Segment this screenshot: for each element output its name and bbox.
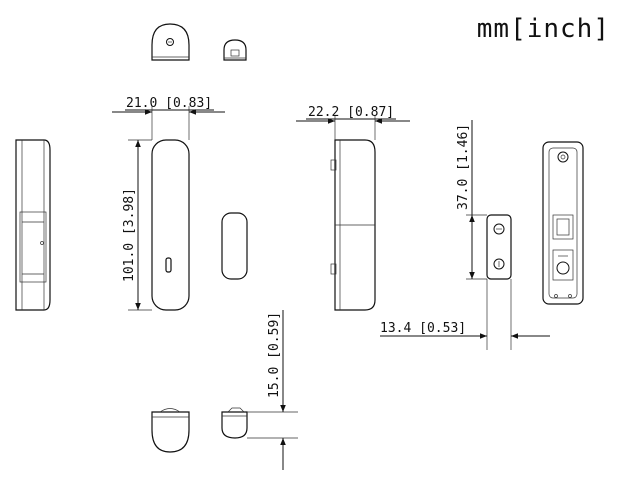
svg-text:37.0 [1.46]: 37.0 [1.46] bbox=[456, 124, 471, 210]
svg-text:101.0 [3.98]: 101.0 [3.98] bbox=[122, 188, 137, 282]
dimension-sensor-width: 21.0 [0.83] bbox=[112, 96, 225, 140]
svg-text:21.0 [0.83]: 21.0 [0.83] bbox=[126, 96, 212, 111]
sensor-bottom-view bbox=[151, 408, 190, 453]
magnet-mount-view bbox=[486, 214, 512, 280]
dimension-sensor-height: 101.0 [3.98] bbox=[122, 139, 152, 311]
magnet-front-view bbox=[221, 212, 248, 280]
magnet-top-view bbox=[223, 39, 247, 61]
sensor-right-side-view bbox=[330, 139, 376, 311]
dimension-magnet-height: 37.0 [1.46] bbox=[456, 120, 487, 280]
dimension-magnet-depth: 15.0 [0.59] bbox=[247, 310, 298, 470]
dimension-magnet-width: 13.4 [0.53] bbox=[380, 279, 550, 350]
sensor-left-side-view bbox=[15, 139, 51, 311]
dimension-side-depth: 22.2 [0.87] bbox=[296, 105, 410, 140]
magnet-bottom-view bbox=[221, 407, 248, 439]
svg-text:22.2 [0.87]: 22.2 [0.87] bbox=[308, 105, 394, 120]
sensor-top-view bbox=[151, 23, 190, 61]
svg-text:13.4 [0.53]: 13.4 [0.53] bbox=[380, 321, 466, 336]
sensor-front-view bbox=[151, 139, 190, 311]
svg-text:15.0 [0.59]: 15.0 [0.59] bbox=[267, 312, 282, 398]
screw-icon bbox=[166, 38, 174, 46]
sensor-back-view bbox=[542, 141, 584, 305]
units-label: mm[inch] bbox=[476, 14, 610, 44]
